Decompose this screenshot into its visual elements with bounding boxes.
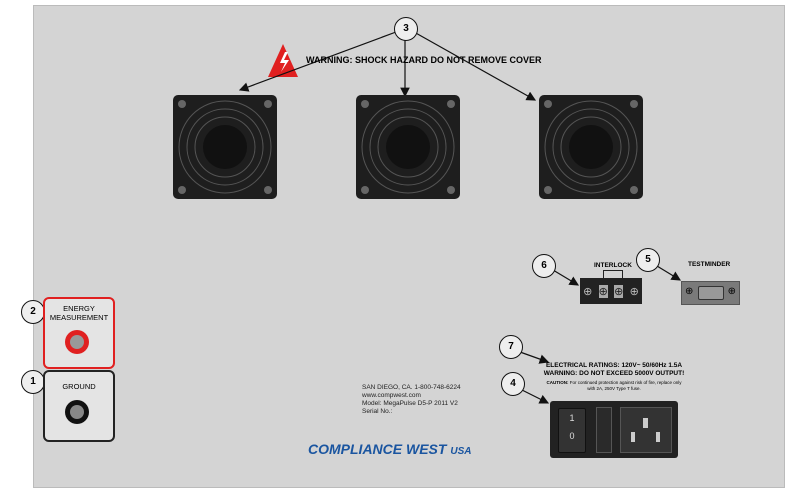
screw-icon: ⊕ bbox=[727, 286, 736, 297]
ground-jack[interactable]: GROUND bbox=[43, 370, 115, 442]
testminder-label: TESTMINDER bbox=[688, 261, 731, 268]
callout-7: 7 bbox=[499, 335, 523, 359]
fuse-holder[interactable] bbox=[596, 407, 612, 453]
callout-5: 5 bbox=[636, 248, 660, 272]
cooling-fan-1 bbox=[173, 95, 277, 199]
fan-grille-icon bbox=[544, 100, 638, 194]
power-plug-icon bbox=[631, 418, 660, 442]
compliance-west-logo: COMPLIANCE WEST USA bbox=[308, 441, 471, 457]
manufacturer-info: SAN DIEGO, CA. 1-800-748-6224 www.compwe… bbox=[362, 384, 461, 416]
serial-number: Serial No.: bbox=[362, 408, 393, 415]
logo-name: COMPLIANCE WEST bbox=[308, 441, 447, 457]
fan-grille-icon bbox=[178, 100, 272, 194]
cooling-fan-3 bbox=[539, 95, 643, 199]
interlock-jumper bbox=[603, 270, 623, 279]
callout-2: 2 bbox=[21, 300, 45, 324]
ground-label: GROUND bbox=[62, 382, 96, 391]
testminder-db9-connector[interactable]: ⊕ ⊕ bbox=[681, 281, 740, 305]
caution-text: For continued protection against risk of… bbox=[569, 380, 682, 391]
ratings-line: ELECTRICAL RATINGS: 120V~ 50/60Hz 1.5A bbox=[545, 362, 683, 369]
black-jack-icon bbox=[65, 400, 89, 424]
red-jack-icon bbox=[65, 330, 89, 354]
energy-measurement-jack[interactable]: ENERGY MEASUREMENT bbox=[43, 297, 115, 369]
callout-arrows bbox=[41, 31, 682, 406]
screw-icon: ⊕ bbox=[583, 285, 593, 298]
screw-icon: ⊕ bbox=[598, 284, 608, 298]
switch-off-label: 0 bbox=[569, 431, 575, 441]
interlock-label: INTERLOCK bbox=[594, 262, 632, 269]
callout-4: 4 bbox=[501, 372, 525, 396]
fan-grille-icon bbox=[361, 100, 455, 194]
output-warning: WARNING: DO NOT EXCEED 5000V OUTPUT! bbox=[543, 370, 685, 377]
logo-suffix: USA bbox=[450, 446, 472, 457]
iec-power-inlet[interactable] bbox=[620, 407, 672, 453]
switch-on-label: 1 bbox=[569, 413, 575, 423]
interlock-terminal-block[interactable]: ⊕ ⊕ ⊕ ⊕ bbox=[580, 278, 642, 304]
energy-label-2: MEASUREMENT bbox=[49, 313, 109, 322]
model: Model: MegaPulse D5-P 2011 V2 bbox=[362, 400, 458, 407]
callout-1: 1 bbox=[21, 370, 45, 394]
screw-icon: ⊕ bbox=[614, 284, 624, 298]
shock-warning-text: WARNING: SHOCK HAZARD DO NOT REMOVE COVE… bbox=[306, 55, 542, 65]
cooling-fan-2 bbox=[356, 95, 460, 199]
high-voltage-icon bbox=[268, 44, 298, 77]
power-entry-module: 1 0 bbox=[550, 401, 678, 458]
fuse-caution: CAUTION: For continued protection agains… bbox=[536, 380, 692, 392]
power-switch[interactable]: 1 0 bbox=[558, 408, 586, 453]
screw-icon: ⊕ bbox=[685, 286, 694, 297]
electrical-ratings: ELECTRICAL RATINGS: 120V~ 50/60Hz 1.5A W… bbox=[536, 362, 692, 392]
caution-label: CAUTION: bbox=[546, 380, 569, 385]
energy-label-1: ENERGY bbox=[63, 304, 95, 313]
db9-port-icon bbox=[698, 286, 724, 300]
address-phone: SAN DIEGO, CA. 1-800-748-6224 bbox=[362, 384, 461, 391]
callout-3: 3 bbox=[394, 17, 418, 41]
callout-6: 6 bbox=[532, 254, 556, 278]
screw-icon: ⊕ bbox=[629, 285, 639, 298]
website: www.compwest.com bbox=[362, 392, 421, 399]
